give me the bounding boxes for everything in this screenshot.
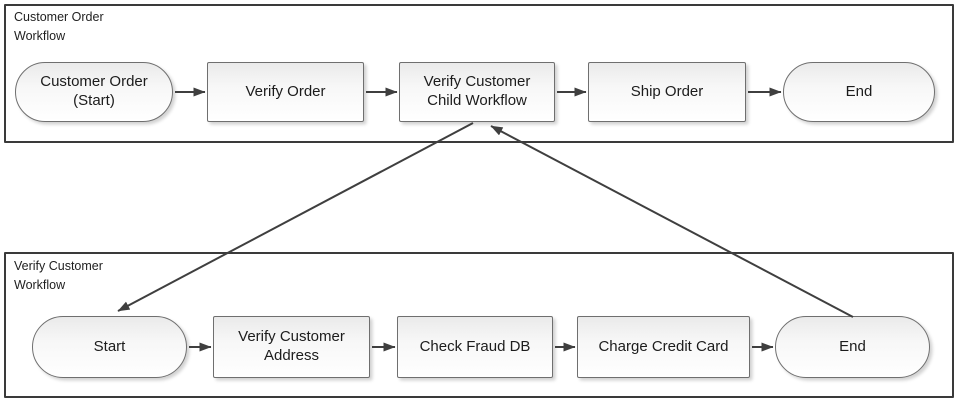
node-label: Charge Credit Card (598, 337, 729, 355)
node-verify-customer-address[interactable]: Verify Customer Address (213, 316, 370, 378)
node-label: End (839, 337, 866, 355)
verify-customer-workflow-title: Verify Customer Workflow (14, 259, 103, 292)
node-check-fraud-db[interactable]: Check Fraud DB (397, 316, 553, 378)
node-verify-customer-child-workflow[interactable]: Verify Customer Child Workflow (399, 62, 555, 122)
node-verify-order[interactable]: Verify Order (207, 62, 364, 122)
node-ship-order[interactable]: Ship Order (588, 62, 746, 122)
node-label: End (845, 82, 873, 100)
node-label: Customer Order (Start) (40, 73, 148, 109)
node-label: Verify Customer Child Workflow (423, 73, 531, 109)
node-end-bottom[interactable]: End (775, 316, 930, 378)
node-label: Check Fraud DB (419, 337, 531, 355)
node-label: Verify Order (245, 82, 326, 100)
customer-order-workflow-title: Customer Order Workflow (14, 10, 104, 43)
node-end-top[interactable]: End (783, 62, 935, 122)
node-start-bottom[interactable]: Start (32, 316, 187, 378)
node-label: Ship Order (630, 82, 704, 100)
edge-child-workflow-to-start[interactable] (117, 122, 474, 312)
node-label: Start (93, 337, 126, 355)
edge-end-to-child-workflow[interactable] (490, 125, 854, 318)
node-label: Verify Customer Address (238, 328, 345, 364)
node-charge-credit-card[interactable]: Charge Credit Card (577, 316, 750, 378)
node-customer-order-start[interactable]: Customer Order (Start) (15, 62, 173, 122)
